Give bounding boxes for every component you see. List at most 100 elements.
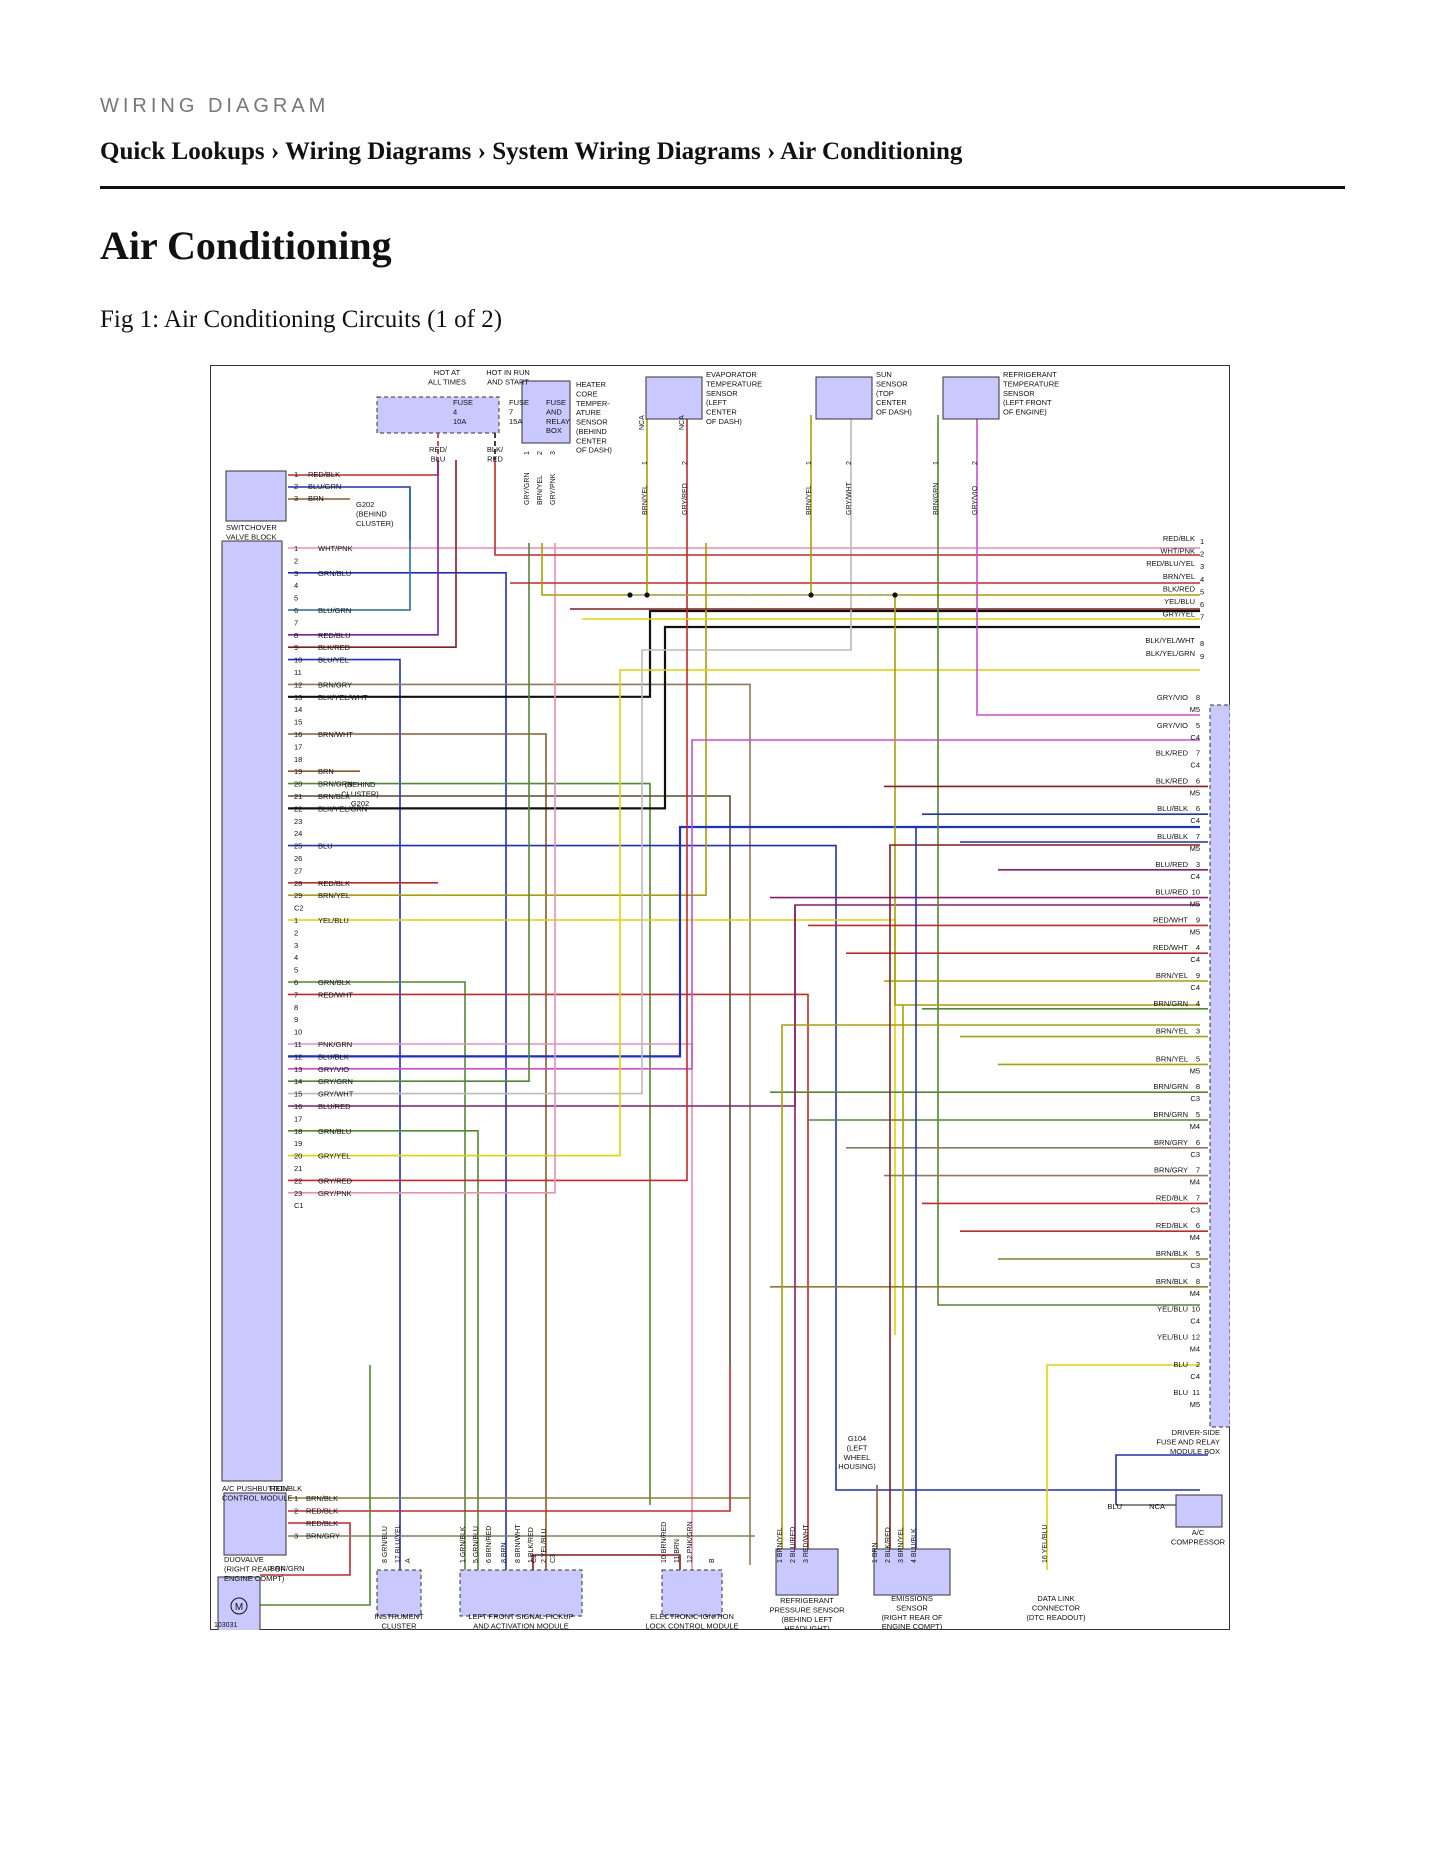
c2-pin-number: 22 (294, 804, 302, 813)
c2-pin-number: 8 (294, 631, 298, 640)
wire-c2-16 (288, 733, 547, 1570)
wire-c1-20 (288, 669, 1200, 1157)
right-conn-pin-number: 6 (1196, 776, 1200, 785)
right-conn-id: C4 (1190, 761, 1200, 770)
electronic-ignition-box (661, 1569, 723, 1617)
bottom-wire-label: 1 GRN/BLK (460, 1526, 467, 1563)
c2-pin-label: BRN/WHT (318, 730, 353, 739)
right-conn-id: M5 (1190, 927, 1200, 936)
wire-brn-yel-4 (541, 543, 1200, 596)
right-conn-id: M5 (1190, 844, 1200, 853)
c2-pin-label: BRN (318, 767, 334, 776)
heater-core-temp-sensor (521, 380, 571, 444)
right-conn-wire-label: BLK/RED (1156, 749, 1189, 758)
right-conn-id: M4 (1190, 1178, 1200, 1187)
right-conn-pin-number: 4 (1196, 999, 1200, 1008)
c2-pin-number: 14 (294, 705, 302, 714)
c2-pin-number: 24 (294, 829, 302, 838)
wire-pump-brn-grn (260, 1365, 371, 1606)
right-conn-pin-number: 9 (1196, 971, 1200, 980)
right-conn-pin-number: 3 (1196, 860, 1200, 869)
bottom-wire-label: 5 GRN/BLU (473, 1526, 480, 1563)
right-conn-pin-number: 5 (1196, 1054, 1200, 1063)
duovalve-pin-number: 3 (294, 1532, 298, 1541)
duovalve-pin-label: BRN/GRY (306, 1532, 340, 1541)
blk-red-label: BLK/RED (487, 445, 504, 463)
top-sensor-wire-label: BRN/YEL (642, 485, 649, 515)
c2-pin-number: 13 (294, 693, 302, 702)
c2-pin-number: 25 (294, 842, 302, 851)
right-conn-pin-number: 8 (1196, 1277, 1200, 1286)
c1-pin-number: 3 (294, 941, 298, 950)
c2-pin-number: 11 (294, 668, 302, 677)
c1-pin-number: 4 (294, 953, 298, 962)
bottom-wire-label: 8 GRN/BLU (382, 1526, 389, 1563)
c1-pin-label: GRY/WHT (318, 1090, 354, 1099)
bottom-wire-label: 1 BRN/YEL (777, 1527, 784, 1563)
right-conn-pin-number: 4 (1196, 943, 1200, 952)
c1-pin-number: 1 (294, 916, 298, 925)
instrument-cluster-box (376, 1569, 422, 1617)
wire-c1-15 (288, 415, 852, 1095)
switchover-pin-label: RED/BLK (308, 470, 340, 479)
right-conn-wire-label: BLK/RED (1156, 776, 1189, 785)
c2-pin-number: 6 (294, 606, 298, 615)
right-conn-wire-label: BLU/RED (1155, 860, 1188, 869)
right-top-pin-number: 2 (1200, 550, 1204, 559)
c2-pin-label: BRN/GRN (318, 780, 353, 789)
c2-pin-number: 7 (294, 618, 298, 627)
right-conn-pin-number: 10 (1192, 888, 1200, 897)
breadcrumb[interactable]: Quick Lookups › Wiring Diagrams › System… (100, 138, 963, 165)
right-conn-wire-label: RED/WHT (1153, 943, 1188, 952)
c1-pin-label: GRY/YEL (318, 1152, 350, 1161)
switchover-pin-label: BRN (308, 494, 324, 503)
c1-pin-number: 13 (294, 1065, 302, 1074)
right-conn-pin-number: 8 (1196, 693, 1200, 702)
coolant-red-blk-label: RED/BLK (270, 1484, 302, 1493)
duovalve-pin-number: 2 (294, 1507, 298, 1516)
emissions-sensor-box (873, 1548, 951, 1596)
wire-c2-25 (288, 844, 1200, 1491)
right-conn-wire-label: GRY/VIO (1157, 693, 1188, 702)
right-conn-id: M4 (1190, 1233, 1200, 1242)
c2-pin-number: 5 (294, 594, 298, 603)
top-sensor-wire-label: GRY/VIO (972, 485, 979, 515)
wire-c1-12 (288, 825, 1200, 1058)
bottom-wire-label: 4 BLU/BLK (911, 1528, 918, 1563)
wire-c1-18 (288, 1130, 479, 1570)
right-conn-pin-number: 7 (1196, 832, 1200, 841)
right-conn-pin-number: 5 (1196, 1249, 1200, 1258)
top-sensor-wire-label: GRY/RED (682, 483, 689, 515)
wire-refrig-brn-grn (937, 415, 1200, 1306)
top-sensor-wire-label: NCA (679, 415, 686, 430)
switchover-valve-block (225, 470, 287, 522)
bottom-wire-label: 2 BLU/RED (790, 1527, 797, 1563)
refrigerant-temp-sensor (942, 376, 1000, 420)
wire-dlc-yel-blu (1046, 1364, 1200, 1570)
right-conn-pin-number: 11 (1192, 1388, 1200, 1397)
wire-c2-6 (288, 487, 411, 611)
wire-c1-22 (288, 415, 688, 1182)
c1-pin-number: 2 (294, 928, 298, 937)
right-conn-wire-label: BLU/BLK (1157, 804, 1188, 813)
figure-caption: Fig 1: Air Conditioning Circuits (1 of 2… (100, 306, 503, 333)
right-top-wire-label: WHT/PNK (1160, 547, 1195, 556)
right-conn-wire-label: BLU (1173, 1388, 1188, 1397)
wire-c2-29 (288, 543, 707, 896)
top-sensor-wire-label: GRY/GRN (524, 472, 531, 505)
wire-c1-23 (288, 543, 556, 1194)
c1-pin-number: 17 (294, 1114, 302, 1123)
bottom-wire-label: 10 BRN/RED (661, 1522, 668, 1563)
right-conn-id: C4 (1190, 733, 1200, 742)
